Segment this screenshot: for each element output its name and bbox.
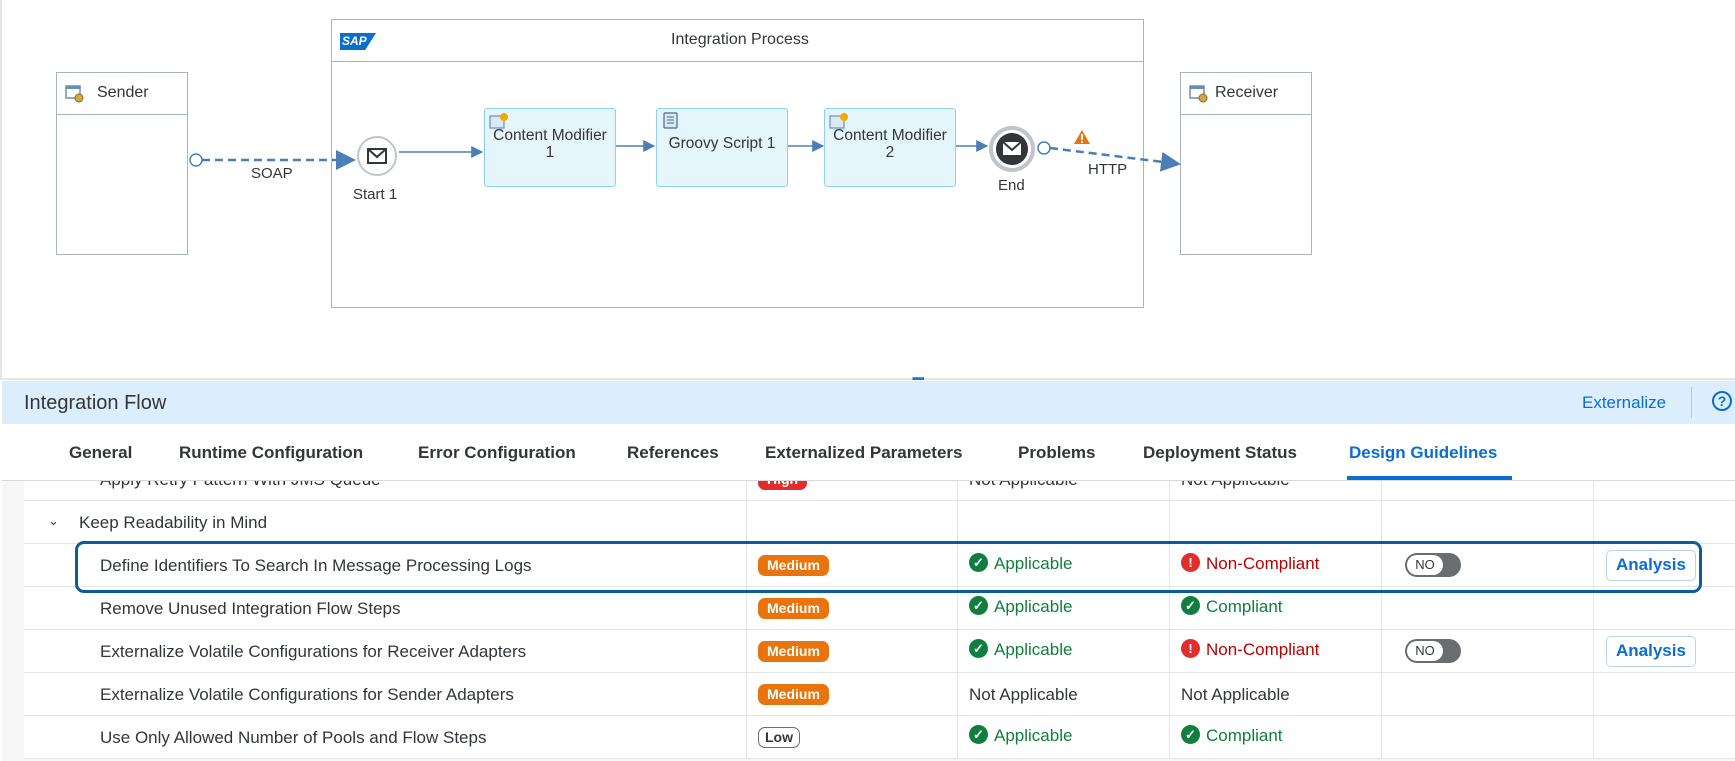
check-circle-icon: ✓ xyxy=(1181,725,1200,744)
analysis-button[interactable]: Analysis xyxy=(1606,636,1696,667)
applicability-status: ✓Applicable xyxy=(969,639,1072,660)
analysis-button[interactable]: Analysis xyxy=(1606,550,1696,581)
override-toggle[interactable]: NO xyxy=(1405,639,1461,663)
priority-badge: Medium xyxy=(758,641,829,662)
content-modifier-icon xyxy=(829,113,848,129)
panel-splitter[interactable] xyxy=(0,378,1735,380)
priority-badge: Medium xyxy=(758,598,829,619)
applicability-status: Not Applicable xyxy=(969,481,1078,490)
check-circle-icon: ✓ xyxy=(969,553,988,572)
tab-references[interactable]: References xyxy=(627,443,719,462)
guideline-name: Use Only Allowed Number of Pools and Flo… xyxy=(100,728,487,747)
guideline-name: Apply Retry Pattern With JMS Queue xyxy=(100,481,381,490)
table-row[interactable]: Define Identifiers To Search In Message … xyxy=(24,544,1735,587)
sender-label: Sender xyxy=(97,84,149,101)
table-row[interactable]: Externalize Volatile Configurations for … xyxy=(24,630,1735,673)
step-label: Content Modifier 1 xyxy=(493,126,607,161)
table-row[interactable]: Use Only Allowed Number of Pools and Flo… xyxy=(24,716,1735,759)
table-row[interactable]: Externalize Volatile Configurations for … xyxy=(24,673,1735,716)
compliance-status: ✓Compliant xyxy=(1181,596,1283,617)
table-row[interactable]: Apply Retry Pattern With JMS Queue High … xyxy=(24,481,1735,501)
panel-title: Integration Flow xyxy=(24,392,167,414)
end-event-label: End xyxy=(998,177,1025,194)
tab-problems[interactable]: Problems xyxy=(1018,443,1096,462)
sender-flow-start-dot xyxy=(189,153,203,167)
externalize-link[interactable]: Externalize xyxy=(1582,393,1667,412)
content-modifier-icon xyxy=(489,113,508,129)
receiver-label: Receiver xyxy=(1215,84,1279,101)
properties-tabbar: General Runtime Configuration Error Conf… xyxy=(2,424,1735,481)
content-modifier-2-step[interactable]: Content Modifier 2 xyxy=(824,108,956,187)
help-icon[interactable]: ? xyxy=(1712,391,1732,411)
priority-badge: Medium xyxy=(758,684,829,705)
table-row[interactable]: Remove Unused Integration Flow Steps Med… xyxy=(24,587,1735,630)
priority-badge: Low xyxy=(758,727,800,748)
tab-runtime-configuration[interactable]: Runtime Configuration xyxy=(179,443,364,462)
integration-process-header: SAP Integration Process xyxy=(332,20,1143,62)
compliance-status: !Non-Compliant xyxy=(1181,553,1319,574)
check-circle-icon: ✓ xyxy=(969,725,988,744)
group-row[interactable]: ⌄ Keep Readability in Mind xyxy=(24,501,1735,544)
check-circle-icon: ✓ xyxy=(969,596,988,615)
sender-adapter-label[interactable]: SOAP xyxy=(251,165,293,182)
pool-title: Integration Process xyxy=(671,31,809,48)
step-label: Groovy Script 1 xyxy=(668,135,776,152)
receiver-flow-start-dot xyxy=(1037,141,1051,155)
compliance-status: ✓Compliant xyxy=(1181,725,1283,746)
chevron-down-icon[interactable]: ⌄ xyxy=(48,513,59,528)
error-circle-icon: ! xyxy=(1181,553,1200,572)
guideline-name: Externalize Volatile Configurations for … xyxy=(100,642,527,661)
start-event-label: Start 1 xyxy=(353,186,398,203)
participant-icon xyxy=(65,85,84,103)
override-toggle[interactable]: NO xyxy=(1405,553,1461,577)
compliance-status: Not Applicable xyxy=(1181,685,1290,704)
design-guidelines-table: Apply Retry Pattern With JMS Queue High … xyxy=(2,481,1735,761)
guideline-name: Externalize Volatile Configurations for … xyxy=(100,685,514,704)
priority-badge: Medium xyxy=(758,555,829,576)
sap-logo: SAP xyxy=(340,33,376,50)
envelope-icon xyxy=(367,148,387,164)
end-event[interactable] xyxy=(989,126,1035,172)
tab-design-guidelines[interactable]: Design Guidelines xyxy=(1349,443,1498,462)
error-circle-icon: ! xyxy=(1181,639,1200,658)
check-circle-icon: ✓ xyxy=(969,639,988,658)
group-label: Keep Readability in Mind xyxy=(79,513,268,532)
warning-icon[interactable] xyxy=(1073,129,1091,145)
active-tab-indicator xyxy=(1347,476,1512,480)
properties-panel-header: Integration Flow Externalize ? xyxy=(2,381,1735,424)
receiver-message-flow xyxy=(1049,146,1181,172)
flow-connectors xyxy=(189,140,1181,172)
compliance-status: !Non-Compliant xyxy=(1181,639,1319,660)
tab-deployment-status[interactable]: Deployment Status xyxy=(1143,443,1297,462)
diagram-canvas[interactable]: Sender SAP Integration Process Receiver xyxy=(0,0,1735,380)
header-divider xyxy=(1691,387,1692,418)
applicability-status: Not Applicable xyxy=(969,685,1078,704)
tab-error-configuration[interactable]: Error Configuration xyxy=(418,443,576,462)
sender-participant[interactable]: Sender xyxy=(56,72,188,255)
tab-externalized-parameters[interactable]: Externalized Parameters xyxy=(765,443,963,462)
envelope-icon xyxy=(1002,141,1022,155)
guideline-name: Remove Unused Integration Flow Steps xyxy=(100,599,401,618)
priority-badge: High xyxy=(758,481,808,490)
applicability-status: ✓Applicable xyxy=(969,553,1072,574)
receiver-adapter-label[interactable]: HTTP xyxy=(1088,161,1128,178)
participant-icon xyxy=(1189,85,1208,103)
sender-header: Sender xyxy=(57,73,187,115)
start-event[interactable] xyxy=(357,136,397,176)
groovy-script-1-step[interactable]: Groovy Script 1 xyxy=(656,108,788,187)
compliance-status: Not Applicable xyxy=(1181,481,1290,490)
applicability-status: ✓Applicable xyxy=(969,596,1072,617)
receiver-participant[interactable]: Receiver xyxy=(1180,72,1312,255)
guideline-name: Define Identifiers To Search In Message … xyxy=(100,556,532,575)
content-modifier-1-step[interactable]: Content Modifier 1 xyxy=(484,108,616,187)
check-circle-icon: ✓ xyxy=(1181,596,1200,615)
tab-general[interactable]: General xyxy=(69,443,133,462)
applicability-status: ✓Applicable xyxy=(969,725,1072,746)
receiver-header: Receiver xyxy=(1181,73,1311,115)
script-icon xyxy=(663,112,678,129)
step-label: Content Modifier 2 xyxy=(833,126,947,161)
